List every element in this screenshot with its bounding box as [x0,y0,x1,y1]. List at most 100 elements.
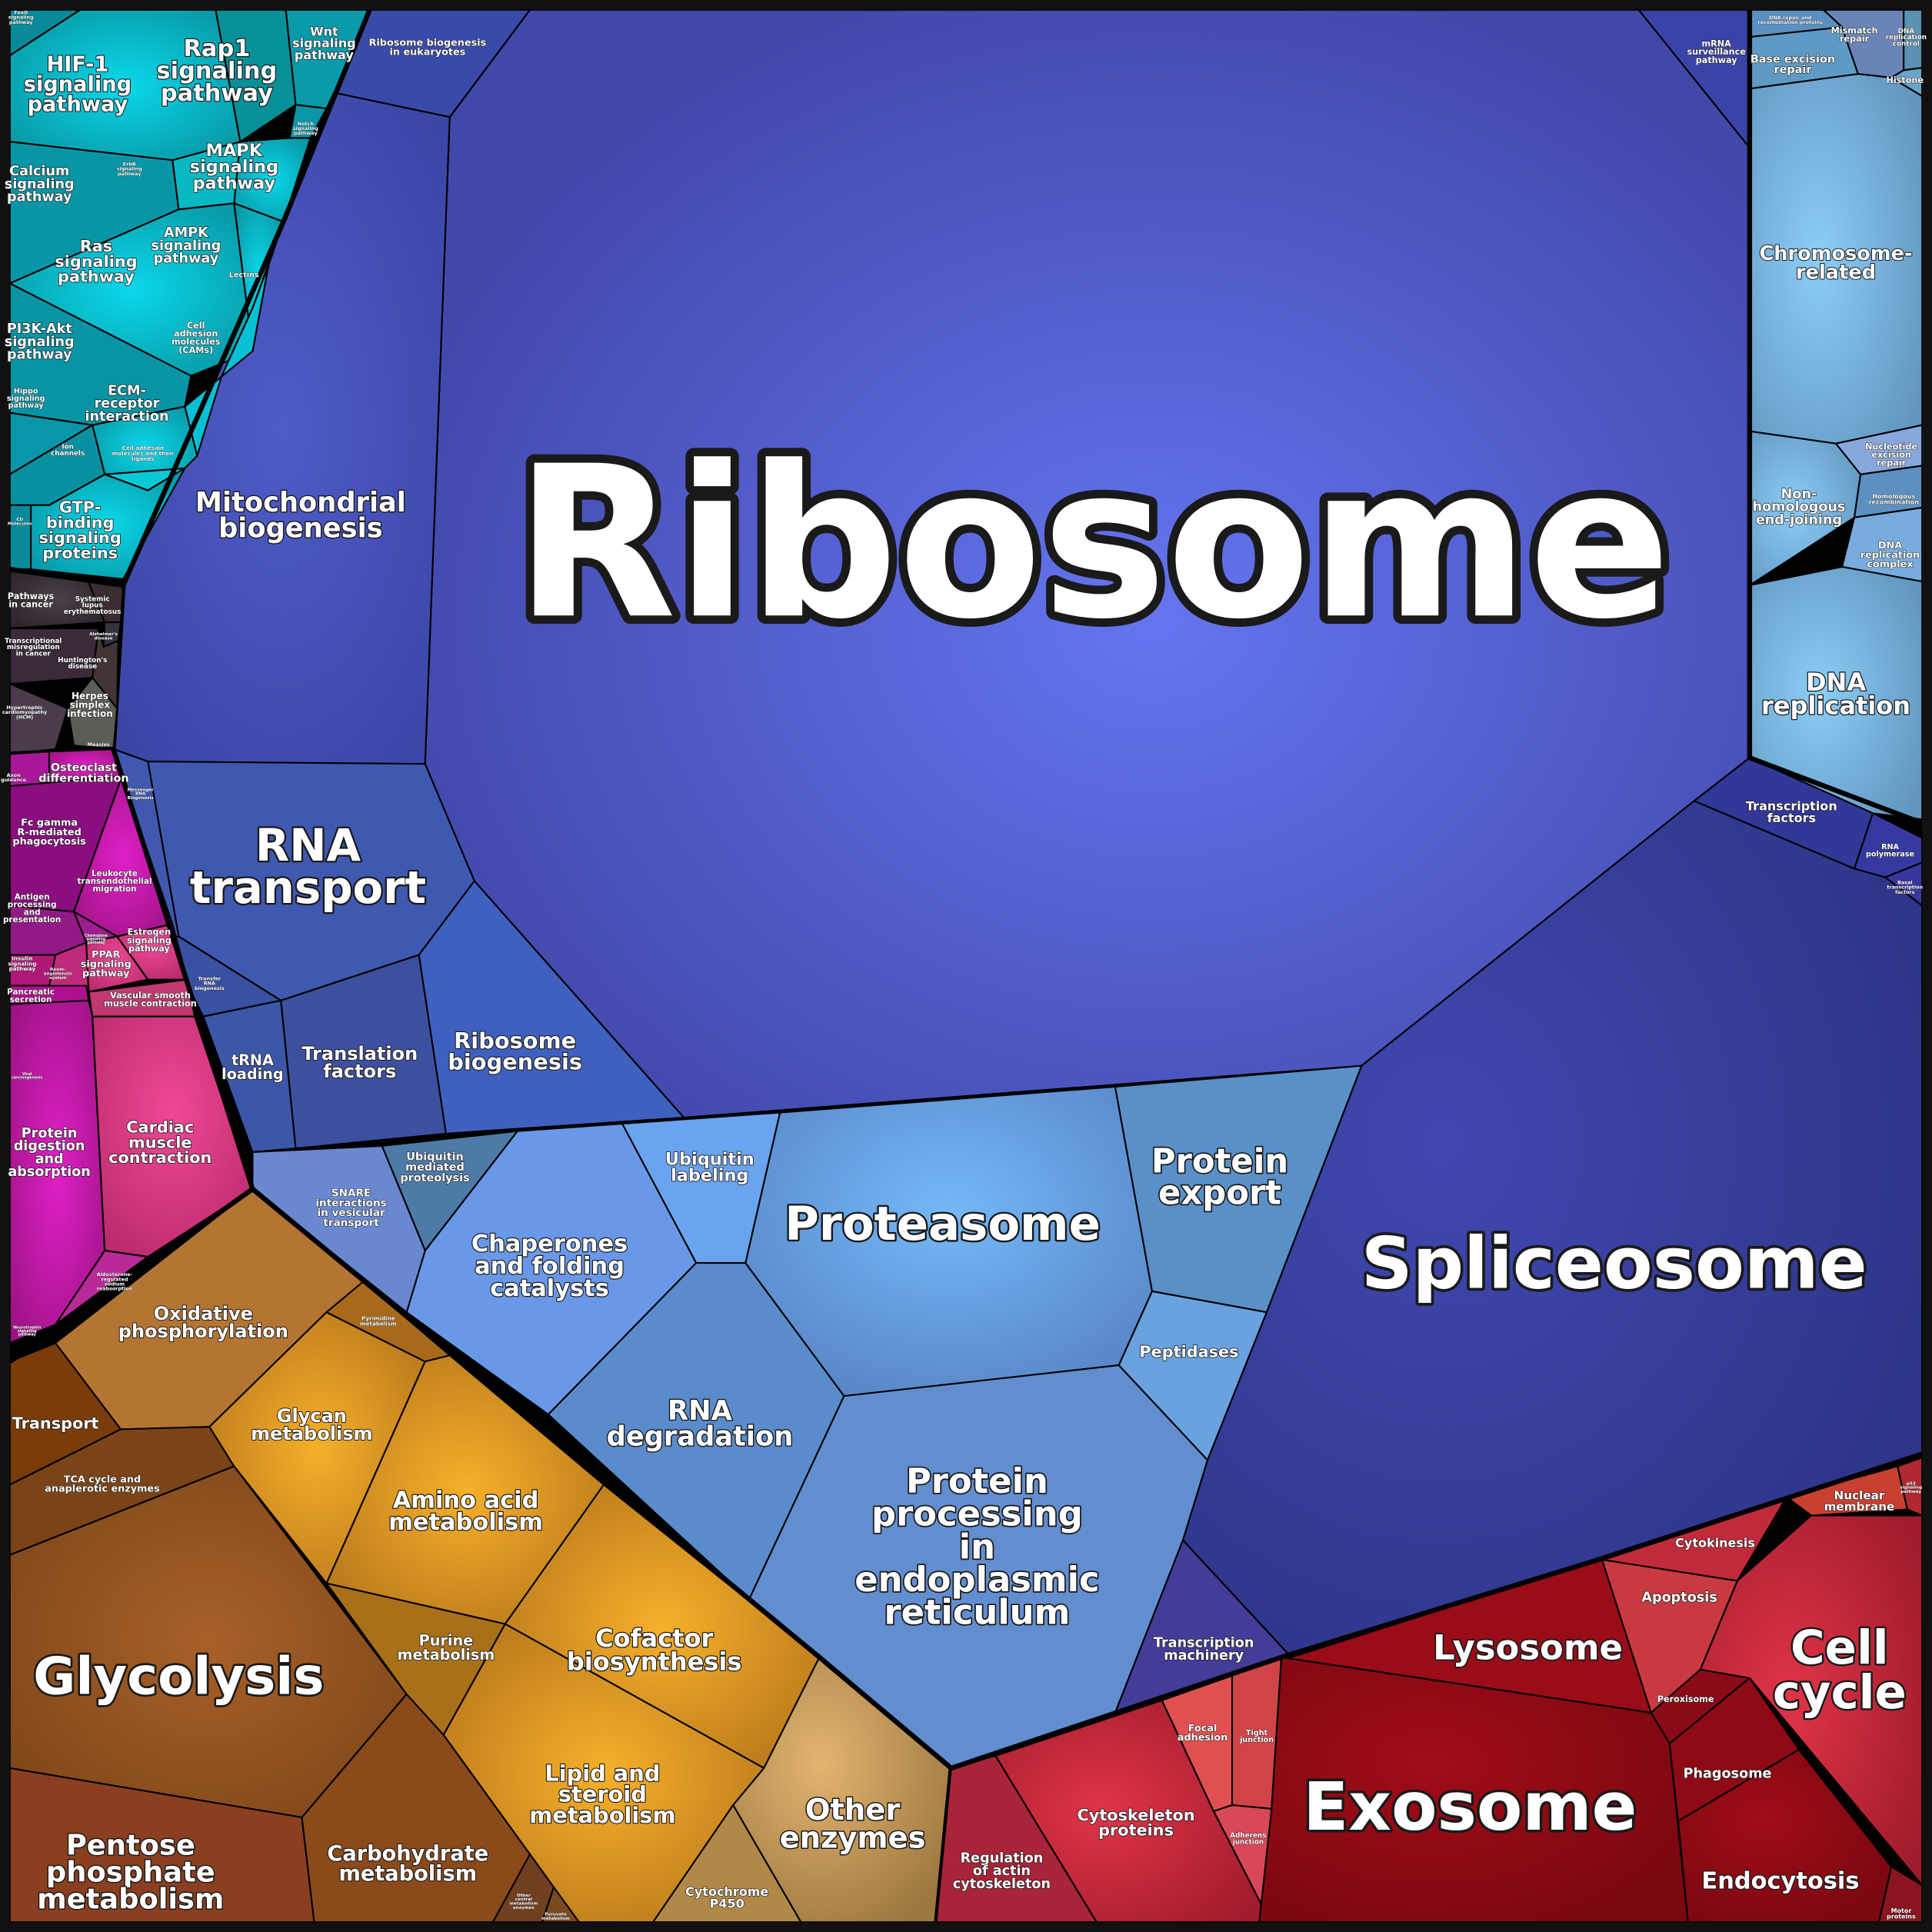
label-line: interactions [315,1197,386,1209]
label-line: Nucleotide [1865,441,1917,451]
label-line: Antigen [15,893,50,902]
label-line: Carbohydrate [327,1842,488,1866]
label-line: reticulum [884,1591,1070,1632]
label-line: and folding [475,1253,625,1280]
label-line: R-mediated [17,827,81,838]
label-line: Non- [1781,487,1817,502]
label-line: Hypertrophic [6,705,42,711]
label-line: Lipid and [545,1760,660,1786]
label-line: Other [805,1793,900,1827]
label-line: Vascular smooth [110,991,191,1001]
label-line: muscle contraction [104,999,197,1009]
label-line: Messenger [127,788,154,792]
label-line: proteins [1098,1821,1174,1840]
label-line: signaling [152,238,222,254]
label-line: junction [1232,1839,1264,1847]
label-line: Protein [22,1126,78,1141]
label-line: metabolism [37,1882,224,1915]
group-cellular-processes [935,1457,1924,1924]
label-line: and [24,908,41,917]
label-line: signaling [87,937,106,941]
label-line: binding [46,513,115,531]
label-line: signaling [190,157,278,177]
label-line: Renin- [50,968,66,972]
label-line: pathway [7,348,72,363]
label-line: Ribosome biogenesis [369,37,487,48]
label-line: metabolism [529,1802,675,1828]
label-line: membrane [1824,1500,1895,1514]
label-ribosome: Ribosome [515,421,1671,665]
label-line: pathway [8,401,45,410]
label-line: in [959,1526,995,1567]
label-line: (CAMs) [178,345,213,355]
label-line: Transcription [1746,799,1837,814]
label-line: adhesion [174,329,218,339]
label-line: processing [871,1494,1083,1534]
label-line: pathway [58,268,135,286]
label-line: Axon [7,772,21,778]
label-line: signaling [18,1329,37,1334]
label-line: GTP- [59,498,101,516]
cell-herpes [67,677,118,751]
label-line: Glycolysis [33,1646,324,1706]
label-line: signaling [38,528,121,547]
label-line: endoplasmic [854,1559,1099,1600]
label-line: recombination [1869,498,1920,505]
label-line: metabolism [541,1917,570,1921]
label-line: Pyrimidine [361,1314,395,1321]
label-line: P450 [710,1896,744,1910]
label-line: DNA [1806,668,1866,697]
label-line: metabolism [388,1509,543,1536]
label-line: Cytokinesis [1675,1535,1755,1550]
label-line: Chromosome- [1759,242,1912,265]
label-line: metabolism [509,1902,538,1907]
label-chromosome: Chromosome-related [1759,242,1912,284]
label-line: channels [51,450,85,458]
label-line: excision [1871,450,1911,460]
label-line: related [1796,261,1876,284]
label-line: machinery [1164,1648,1244,1664]
label-line: transport [190,861,426,914]
label-peroxisome: Peroxisome [1657,1694,1714,1704]
label-line: adhesion [1178,1732,1228,1744]
label-line: disease [68,663,98,671]
label-cytokinesis: Cytokinesis [1675,1535,1755,1550]
label-line: Cytoskeleton [1077,1806,1194,1824]
label-line: phosphate [46,1855,215,1888]
label-line: pathway [161,80,273,107]
label-line: Ribosome [454,1028,576,1054]
label-line: biogenesis [448,1048,582,1074]
label-line: disease [95,636,113,641]
label-line: Homologous [1872,493,1915,500]
label-line: lupus [82,602,103,610]
label-line: Measles [88,741,110,748]
label-line: transendothelial [78,877,152,886]
divider-organismal [111,748,255,1190]
label-line: (HCM) [16,714,33,720]
label-line: metabolism [360,1320,396,1327]
label-line: signaling [8,15,34,21]
label-line: Chemokine [85,934,108,938]
label-line: signaling [127,935,172,945]
label-line: ErbB [123,162,136,168]
